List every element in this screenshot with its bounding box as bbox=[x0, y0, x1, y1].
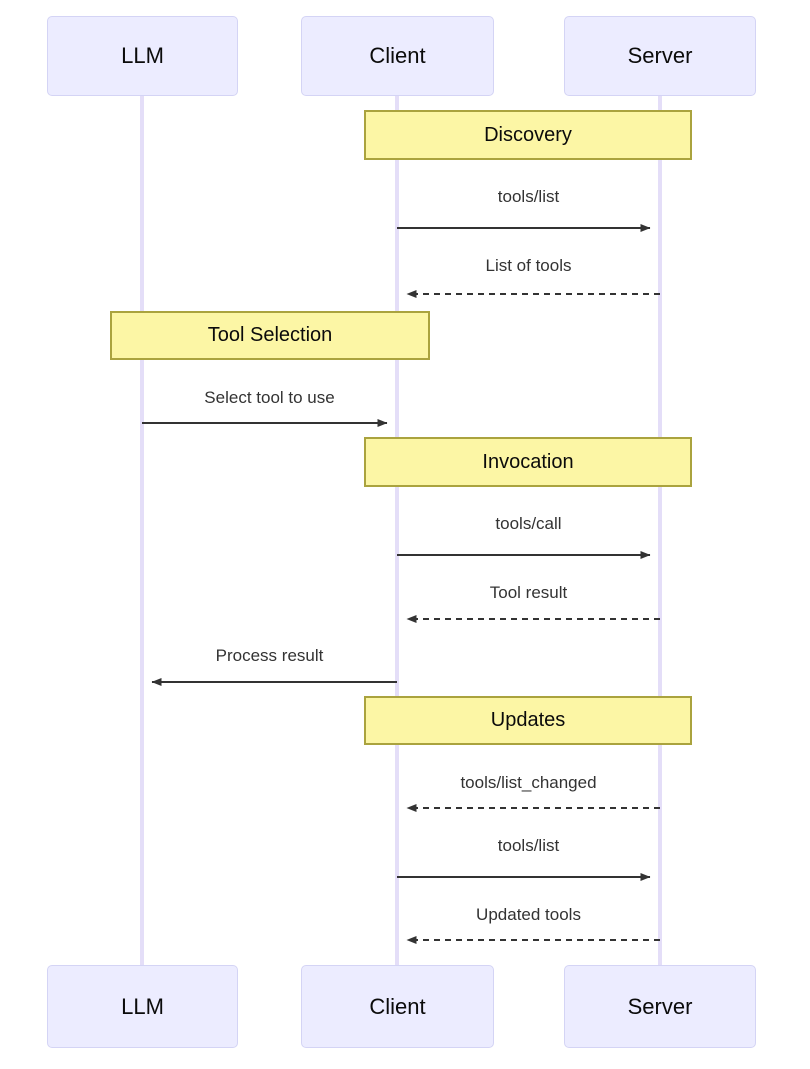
message-label-list-of-tools: List of tools bbox=[485, 256, 572, 275]
participant-box-bottom-server: Server bbox=[564, 965, 756, 1048]
phase-block-tool-selection: Tool Selection bbox=[110, 311, 430, 360]
message-label-tools-list-2: tools/list bbox=[497, 836, 560, 855]
phase-block-updates: Updates bbox=[364, 696, 692, 745]
participant-label-server: Server bbox=[627, 43, 693, 68]
message-label-tool-result: Tool result bbox=[489, 583, 568, 602]
participant-box-bottom-client: Client bbox=[301, 965, 494, 1048]
phase-block-label-discovery: Discovery bbox=[484, 123, 572, 146]
phase-block-label-invocation: Invocation bbox=[482, 450, 574, 473]
participant-box-bottom-llm: LLM bbox=[47, 965, 238, 1048]
phase-block-label-tool-selection: Tool Selection bbox=[207, 324, 333, 346]
participant-label-bottom-llm: LLM bbox=[121, 993, 164, 1019]
phase-block-label-updates: Updates bbox=[490, 709, 566, 731]
participant-box-top-llm: LLM bbox=[47, 16, 238, 96]
participant-label-llm: LLM bbox=[121, 43, 164, 68]
participant-box-top-client: Client bbox=[301, 16, 494, 96]
participant-label-client: Client bbox=[369, 43, 426, 68]
message-label-process-result: Process result bbox=[215, 646, 324, 665]
lifelines-group bbox=[140, 96, 662, 965]
participant-box-top-server: Server bbox=[564, 16, 756, 96]
message-label-updated-tools: Updated tools bbox=[476, 905, 581, 924]
participant-label-bottom-server: Server bbox=[627, 993, 693, 1019]
participant-label-bottom-client: Client bbox=[369, 993, 426, 1019]
message-label-tools-list-1: tools/list bbox=[497, 187, 560, 206]
message-label-tools-list-changed: tools/list_changed bbox=[460, 773, 597, 792]
arrows-group bbox=[142, 224, 660, 944]
message-label-select-tool-to-use: Select tool to use bbox=[204, 388, 335, 407]
phase-block-invocation: Invocation bbox=[364, 437, 692, 487]
message-label-tools-call: tools/call bbox=[495, 514, 562, 533]
phase-block-discovery: Discovery bbox=[364, 110, 692, 160]
